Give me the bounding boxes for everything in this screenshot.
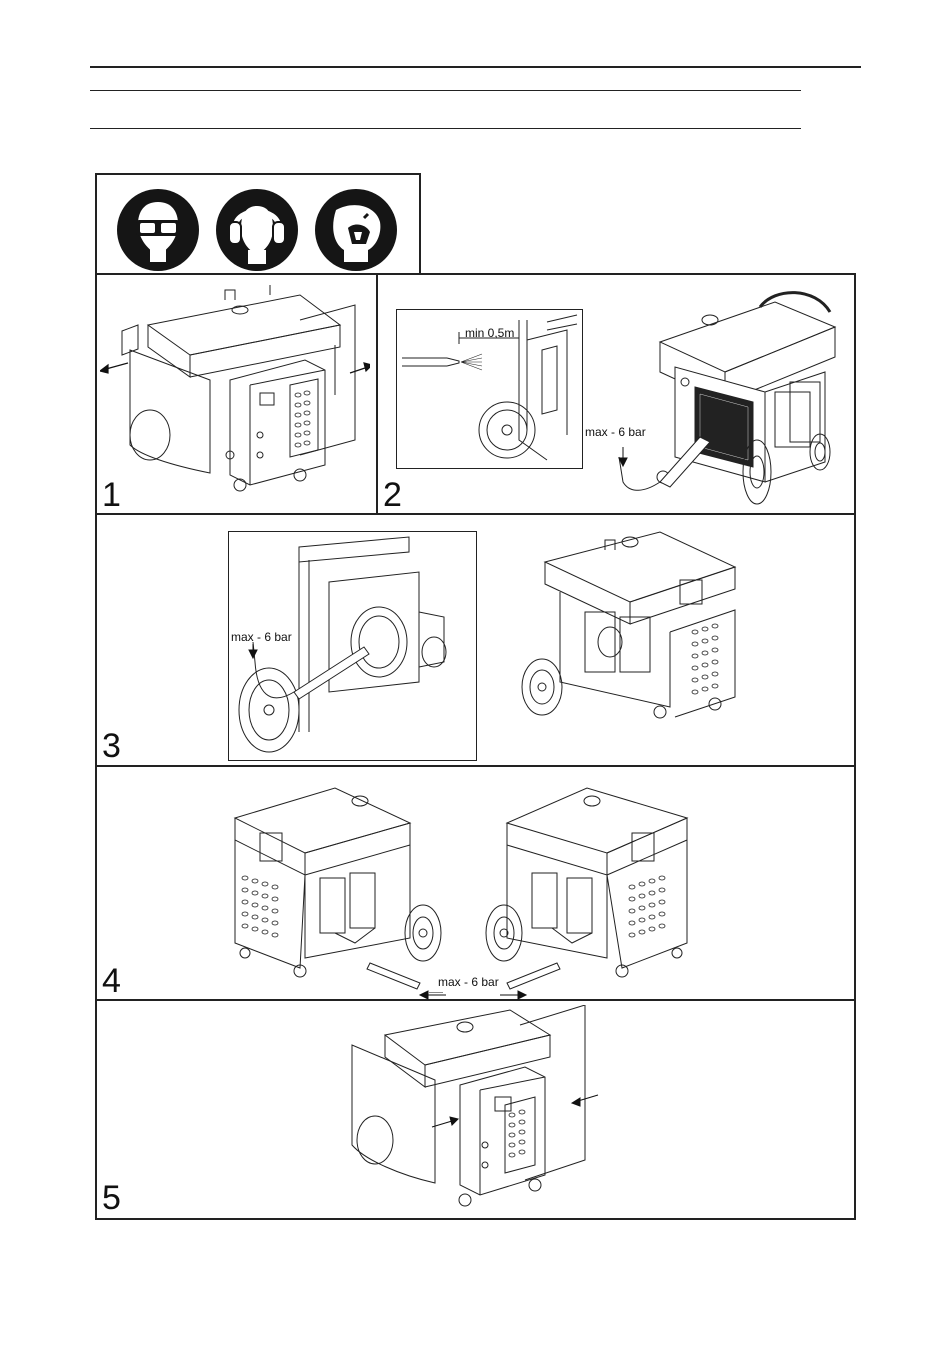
step2-pressure-label: max - 6 bar (585, 425, 646, 439)
respirator-mask-icon (314, 188, 398, 272)
machine-fan-cleaning-illustration (510, 522, 760, 732)
fan-cleaning-detail (229, 532, 476, 760)
step-number-2: 2 (383, 478, 402, 512)
machine-filter-cleaning-illustration (575, 282, 850, 510)
step-number-1: 1 (102, 478, 121, 512)
machine-side-panels-refit-illustration (340, 1005, 610, 1215)
step-number-3: 3 (102, 729, 121, 763)
step-number-4: 4 (102, 964, 121, 998)
machine-side-panels-removed-illustration (100, 285, 370, 500)
step3-pressure-label: max - 6 bar (231, 630, 292, 644)
eye-protection-icon (116, 188, 200, 272)
machine-blowout-right-illustration (482, 783, 697, 993)
step4-pressure-label: max - 6 bar (438, 975, 499, 989)
step-number-5: 5 (102, 1181, 121, 1215)
step2-distance-label: min 0,5m (465, 326, 514, 340)
hearing-protection-icon (215, 188, 299, 272)
machine-blowout-left-illustration (225, 783, 460, 993)
step3-detail-inset (228, 531, 477, 761)
